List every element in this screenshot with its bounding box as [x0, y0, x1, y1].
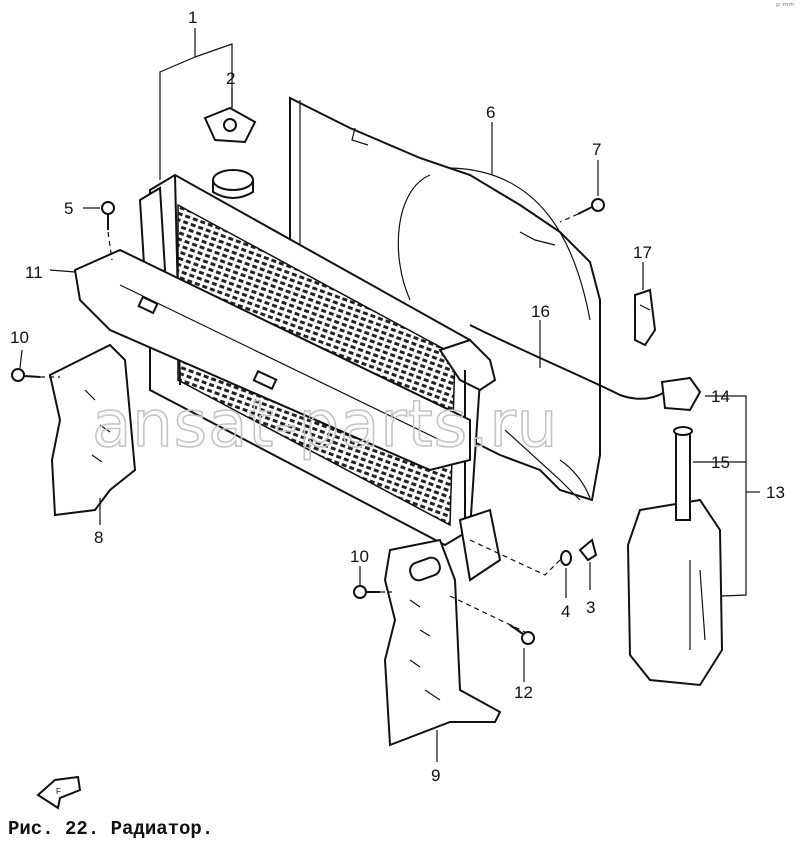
left-bracket — [48, 343, 137, 517]
drain-plug-3 — [578, 538, 598, 562]
callout-13: 13 — [766, 483, 785, 502]
callout-8: 8 — [94, 528, 103, 547]
bolt-7 — [577, 198, 605, 215]
callout-3: 3 — [586, 598, 595, 617]
bolt-12 — [509, 624, 535, 645]
callout-12: 12 — [514, 683, 533, 702]
callout-6: 6 — [486, 103, 495, 122]
leader-lines — [19, 28, 760, 762]
front-arrow-label: F — [56, 787, 61, 796]
right-bracket — [383, 538, 502, 747]
upper-support — [73, 248, 471, 472]
callout-10-left: 10 — [10, 328, 29, 347]
washer-4 — [560, 550, 572, 566]
corner-mark: ᵖ ᵐᵐ — [776, 2, 794, 12]
bolt-5 — [101, 201, 115, 230]
callout-7: 7 — [592, 140, 601, 159]
cap-2 — [203, 106, 257, 144]
watermark: ansat-parts.ru — [92, 388, 558, 462]
reservoir-tank — [626, 376, 724, 687]
bolt-10-right — [353, 585, 380, 599]
hose-clamp — [634, 288, 657, 347]
callout-4: 4 — [561, 602, 570, 621]
front-direction-arrow: F — [36, 775, 82, 810]
callout-1: 1 — [188, 8, 197, 27]
callout-2: 2 — [226, 69, 235, 88]
callout-16: 16 — [531, 302, 550, 321]
callout-14: 14 — [711, 387, 730, 406]
figure-caption: Рис. 22. Радиатор. — [8, 818, 214, 840]
callout-9: 9 — [431, 766, 440, 785]
bolt-10-left — [11, 368, 41, 382]
callout-5: 5 — [64, 199, 73, 218]
callout-10-right: 10 — [350, 547, 369, 566]
callout-11: 11 — [25, 263, 43, 282]
overflow-hose — [469, 324, 666, 400]
callout-17: 17 — [633, 243, 652, 262]
callout-15: 15 — [711, 453, 730, 472]
